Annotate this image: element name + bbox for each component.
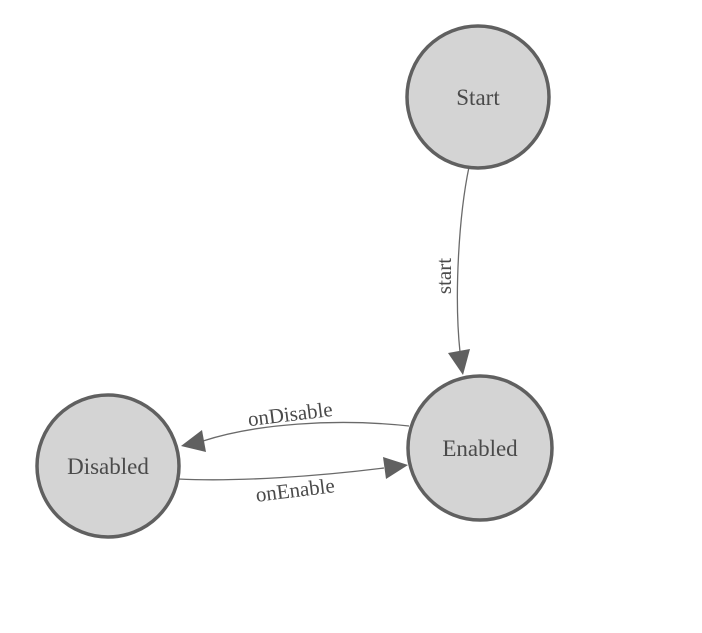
edge-disabled-to-enabled: onEnable [177,457,408,507]
state-label-enabled: Enabled [442,436,518,461]
state-circle-enabled [406,374,554,522]
edge-enabled-to-disabled: onDisable [181,397,410,452]
arrowhead-start-to-enabled [448,349,470,375]
state-node-enabled[interactable]: Enabled [406,374,554,522]
edge-start-to-enabled: start [432,166,470,375]
arrowhead-enabled-to-disabled [181,430,206,452]
state-node-disabled[interactable]: Disabled [35,393,181,539]
edge-label-start: start [432,258,456,294]
state-label-disabled: Disabled [67,454,149,479]
edge-line-disabled-to-enabled [177,467,385,481]
state-label-start: Start [456,85,500,110]
edge-label-ondisable: onDisable [246,397,333,431]
state-node-start[interactable]: Start [405,24,551,170]
edge-line-start-to-enabled [456,166,470,353]
state-circle-start [405,24,551,170]
edge-line-enabled-to-disabled [202,421,410,442]
state-circle-disabled [35,393,181,539]
arrowhead-disabled-to-enabled [383,457,408,479]
